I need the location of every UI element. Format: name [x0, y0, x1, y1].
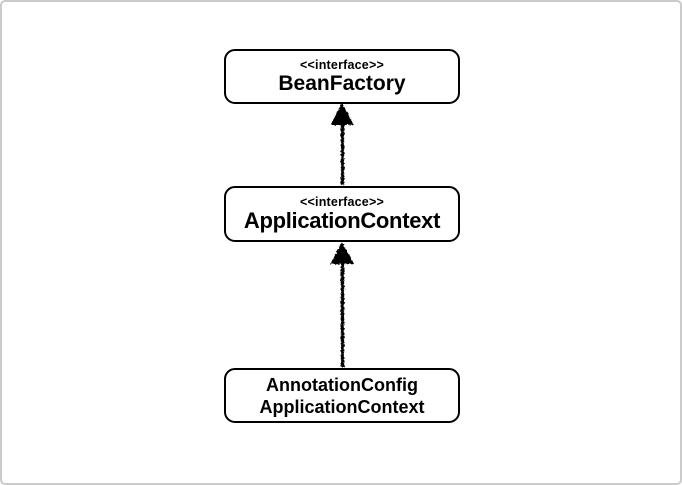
node-title-line-1: AnnotationConfig	[266, 374, 418, 395]
generalization-arrow-annotationconfig-to-applicationcontext	[330, 242, 354, 367]
stereotype-label: <<interface>>	[300, 58, 384, 72]
arrow-head-icon	[330, 103, 354, 125]
generalization-arrow-applicationcontext-to-beanfactory	[330, 103, 354, 185]
node-beanfactory: <<interface>> BeanFactory	[224, 49, 460, 104]
node-title-line-2: ApplicationContext	[259, 396, 425, 417]
arrow-head-icon	[330, 242, 354, 264]
node-title: ApplicationContext	[243, 208, 441, 233]
node-title: BeanFactory	[278, 72, 406, 95]
node-annotationconfigapplicationcontext: AnnotationConfig ApplicationContext	[224, 368, 460, 423]
node-applicationcontext: <<interface>> ApplicationContext	[224, 186, 460, 242]
stereotype-label: <<interface>>	[300, 195, 384, 209]
